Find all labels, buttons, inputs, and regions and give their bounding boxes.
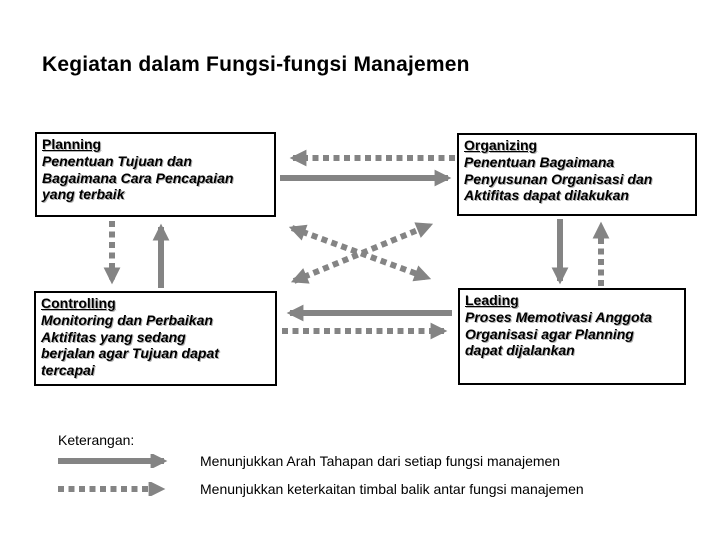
organizing-box: Organizing Penentuan Bagaimana Penyusuna…: [457, 133, 697, 216]
legend-heading: Keterangan:: [58, 432, 135, 448]
legend-dashed-arrow-icon: [58, 482, 166, 496]
legend-item-solid-text: Menunjukkan Arah Tahapan dari setiap fun…: [200, 453, 561, 469]
controlling-box: Controlling Monitoring dan Perbaikan Akt…: [34, 291, 277, 386]
planning-box: Planning Penentuan Tujuan dan Bagaimana …: [35, 132, 276, 217]
planning-box-body: Penentuan Tujuan dan Bagaimana Cara Penc…: [42, 153, 234, 202]
legend-item-dashed-text: Menunjukkan keterkaitan timbal balik ant…: [200, 481, 584, 497]
leading-box-body: Proses Memotivasi Anggota Organisasi aga…: [465, 309, 652, 358]
controlling-box-title: Controlling: [41, 295, 116, 311]
leading-box: Leading Proses Memotivasi Anggota Organi…: [458, 288, 686, 385]
leading-box-title: Leading: [465, 292, 519, 308]
arrow-controlling-organizing-dashed-bidirectional: [290, 222, 434, 284]
controlling-box-body: Monitoring dan Perbaikan Aktifitas yang …: [41, 312, 219, 378]
organizing-box-body: Penentuan Bagaimana Penyusunan Organisas…: [464, 154, 653, 203]
organizing-box-title: Organizing: [464, 137, 538, 153]
page-title: Kegiatan dalam Fungsi-fungsi Manajemen: [42, 53, 470, 76]
planning-box-title: Planning: [42, 136, 102, 152]
legend-solid-arrow-icon: [58, 454, 168, 468]
arrow-planning-leading-dashed-bidirectional: [288, 224, 432, 282]
